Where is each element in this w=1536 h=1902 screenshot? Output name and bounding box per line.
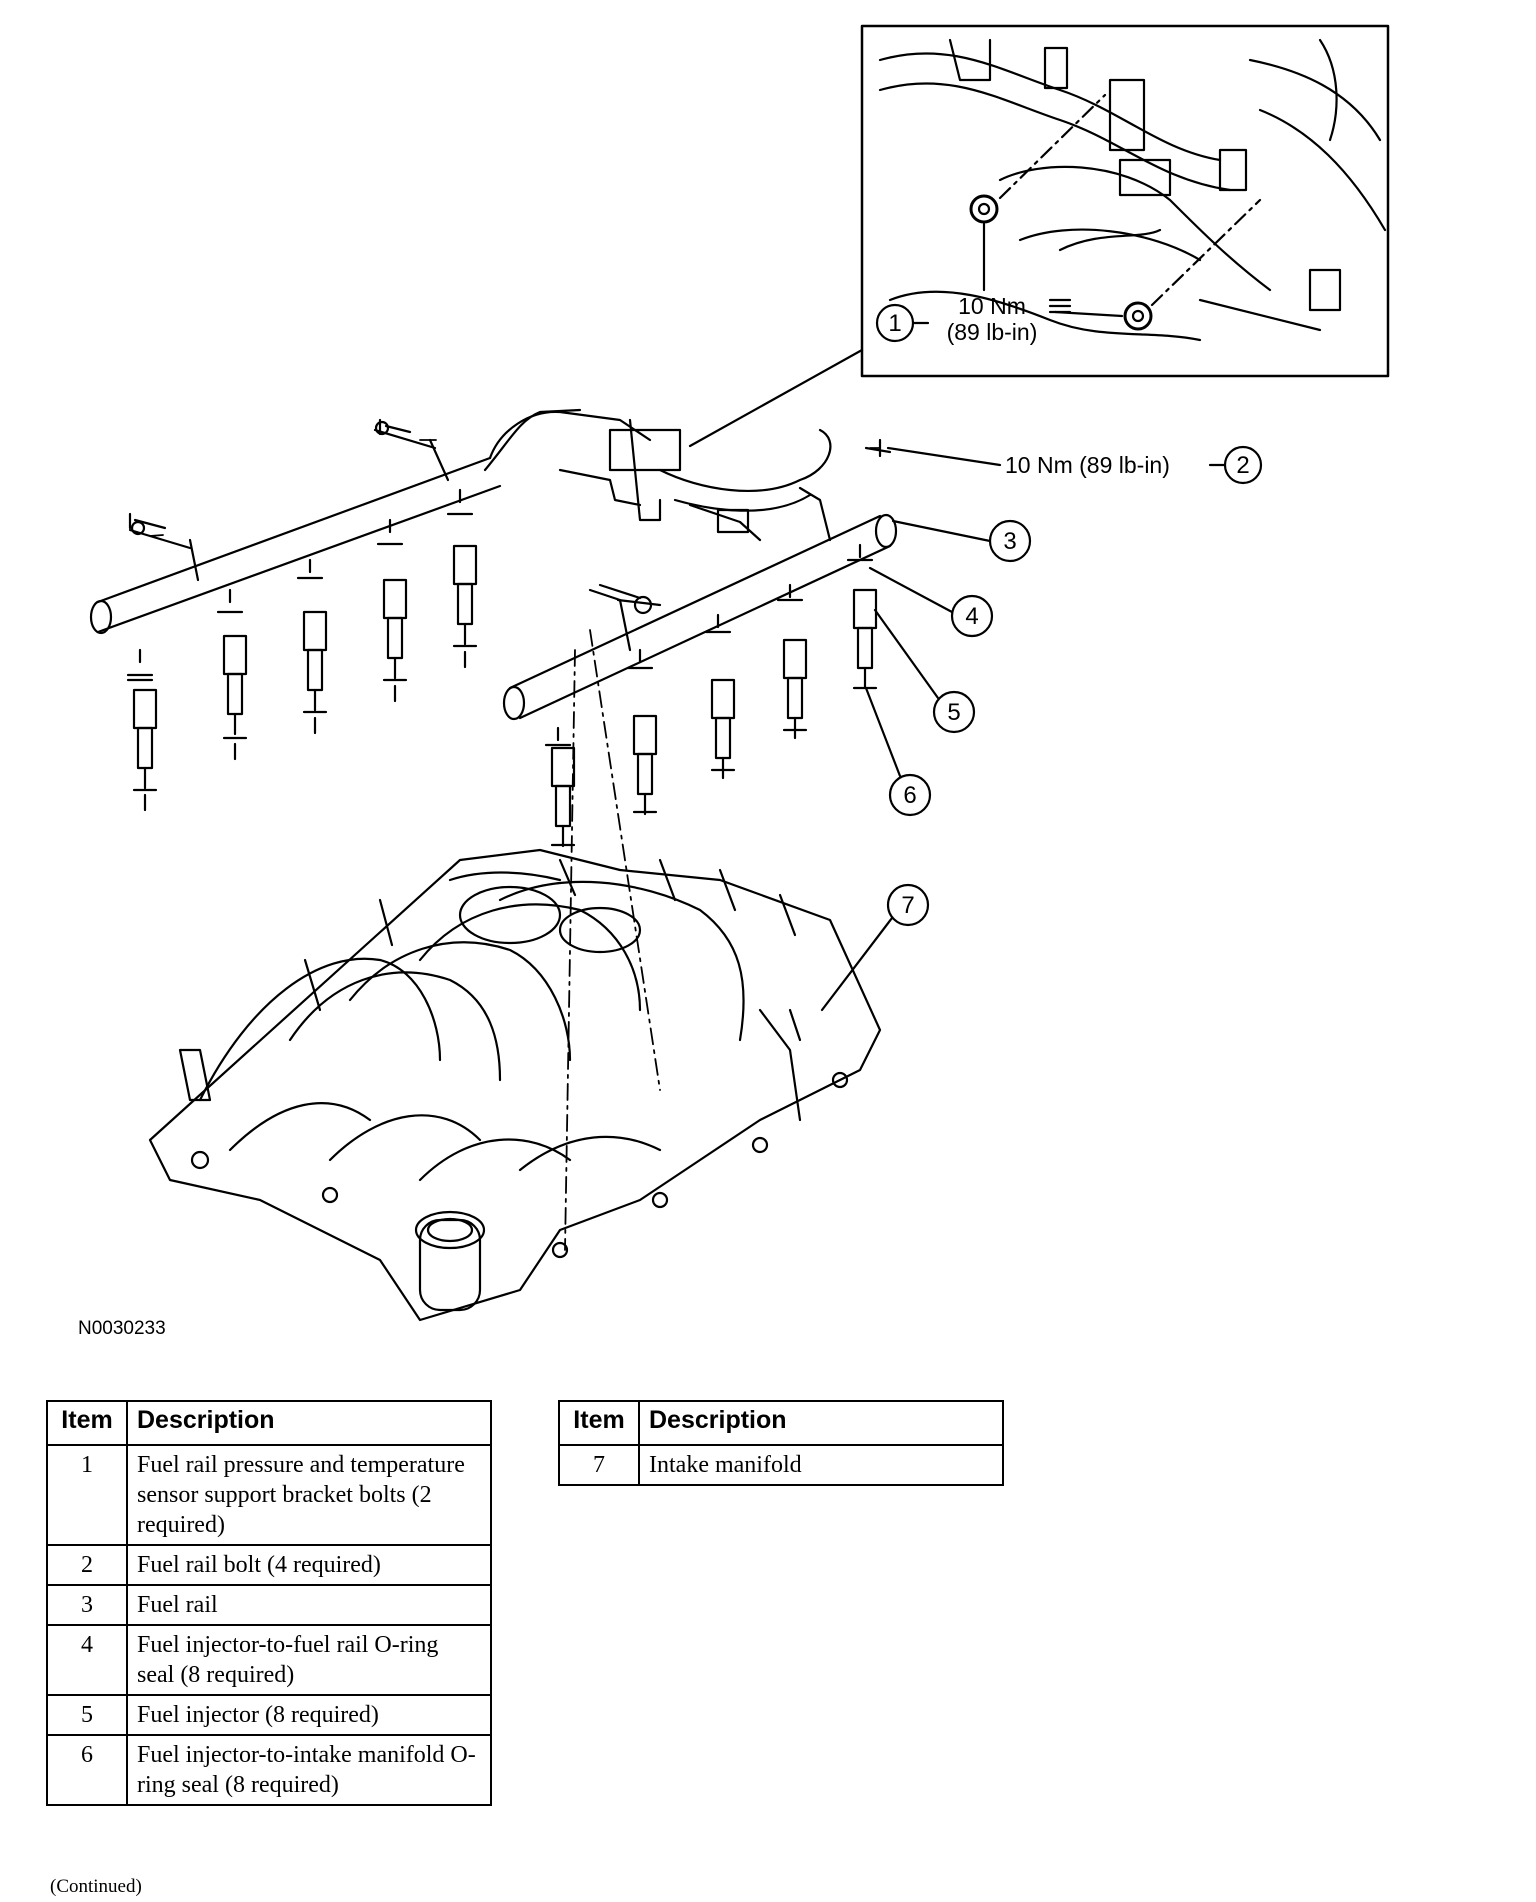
injectors-left (126, 488, 478, 812)
callout-5 (873, 608, 976, 734)
table-row: 5 Fuel injector (8 required) (46, 1694, 492, 1736)
description-column-header: Description (126, 1400, 492, 1446)
table-row: 4 Fuel injector-to-fuel rail O-ring seal… (46, 1624, 492, 1696)
callout-number-5: 5 (947, 699, 960, 726)
legend-table-left: Item Description 1 Fuel rail pressure an… (46, 1400, 492, 1806)
item-description: Fuel rail bolt (4 required) (126, 1544, 492, 1586)
continued-note: (Continued) (50, 1876, 142, 1897)
legend-header-row: Item Description (558, 1400, 1004, 1446)
crossover-tube (488, 410, 832, 542)
callout-3 (891, 519, 1032, 563)
item-number: 3 (46, 1584, 128, 1626)
callout-number-4: 4 (965, 603, 978, 630)
callout-number-1: 1 (888, 310, 901, 337)
callout-2 (886, 445, 1263, 485)
item-description: Fuel injector (8 required) (126, 1694, 492, 1736)
rail-bolt-torque: 10 Nm (89 lb-in) (1005, 452, 1170, 478)
rail-bolts (128, 418, 892, 600)
table-row: 3 Fuel rail (46, 1584, 492, 1626)
legend-table-right: Item Description 7 Intake manifold (558, 1400, 1004, 1486)
inset-torque-lbin: (89 lb-in) (947, 319, 1038, 345)
callout-4 (868, 566, 994, 638)
table-row: 1 Fuel rail pressure and temperature sen… (46, 1444, 492, 1546)
item-number: 1 (46, 1444, 128, 1546)
description-column-header: Description (638, 1400, 1004, 1446)
inset-torque-nm: 10 Nm (958, 293, 1026, 319)
table-row: 6 Fuel injector-to-intake manifold O-rin… (46, 1734, 492, 1806)
legend-header-row: Item Description (46, 1400, 492, 1446)
figure-id: N0030233 (78, 1318, 166, 1339)
item-number: 2 (46, 1544, 128, 1586)
table-row: 2 Fuel rail bolt (4 required) (46, 1544, 492, 1586)
callout-number-6: 6 (903, 782, 916, 809)
fuel-rail-right (502, 486, 898, 721)
item-description: Fuel injector-to-intake manifold O-ring … (126, 1734, 492, 1806)
exploded-view-diagram: 1 2 3 4 5 6 7 10 Nm (89 lb-in) 10 Nm (89… (89, 24, 1390, 1322)
item-description: Fuel rail pressure and temperature senso… (126, 1444, 492, 1546)
callout-number-3: 3 (1003, 528, 1016, 555)
item-column-header: Item (558, 1400, 640, 1446)
item-description: Fuel injector-to-fuel rail O-ring seal (… (126, 1624, 492, 1696)
inset-leader-line (688, 348, 864, 448)
callout-6 (864, 686, 932, 817)
alignment-lines (149, 439, 881, 1251)
item-column-header: Item (46, 1400, 128, 1446)
item-number: 4 (46, 1624, 128, 1696)
item-description: Intake manifold (638, 1444, 1004, 1486)
callout-7 (820, 883, 930, 1012)
inset-detail-view (860, 24, 1390, 378)
intake-manifold (148, 848, 882, 1322)
callout-number-2: 2 (1236, 452, 1249, 479)
item-number: 6 (46, 1734, 128, 1806)
table-row: 7 Intake manifold (558, 1444, 1004, 1486)
callout-1 (875, 303, 930, 343)
item-number: 7 (558, 1444, 640, 1486)
item-number: 5 (46, 1694, 128, 1736)
injectors-right (544, 543, 878, 848)
fuel-rail-left (89, 408, 582, 635)
item-description: Fuel rail (126, 1584, 492, 1626)
callout-number-7: 7 (901, 892, 914, 919)
